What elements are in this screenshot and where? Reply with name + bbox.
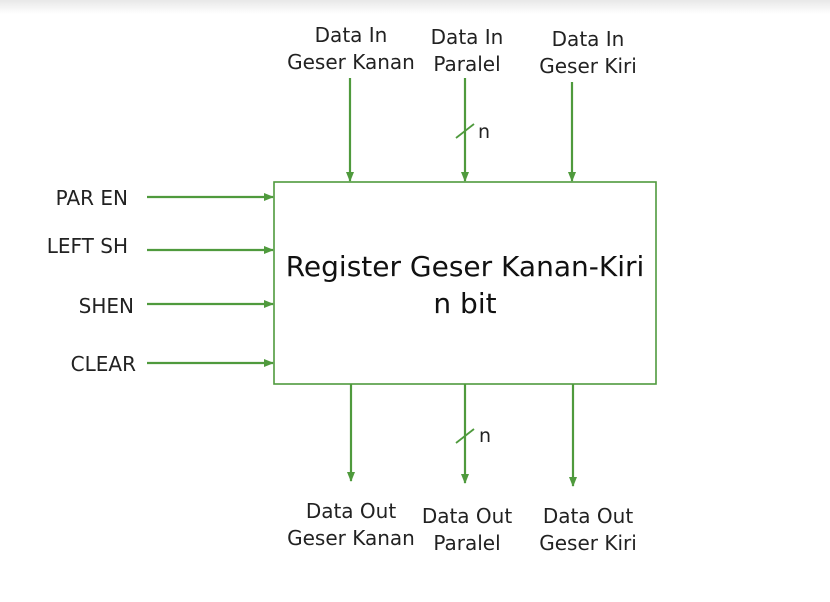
register-title-line1: Register Geser Kanan-Kiri [285, 250, 645, 283]
label-data-out-left-shift-line1: Data Out [542, 504, 634, 528]
label-data-in-left-shift-line2: Geser Kiri [539, 54, 637, 78]
bus-slash-out [455, 428, 475, 444]
bus-width-out: n [479, 425, 492, 447]
bus-width-in: n [478, 121, 491, 143]
label-data-in-parallel: Data In Paralel [412, 24, 522, 78]
label-data-in-right-shift-line2: Geser Kanan [287, 50, 415, 74]
label-data-in-parallel-line2: Paralel [433, 52, 501, 76]
slide-top-shadow [0, 0, 830, 14]
label-data-in-left-shift: Data In Geser Kiri [528, 26, 648, 80]
label-data-out-right-shift: Data Out Geser Kanan [261, 498, 441, 552]
label-data-out-right-shift-line1: Data Out [305, 499, 397, 523]
label-data-in-parallel-line1: Data In [430, 25, 504, 49]
label-data-in-right-shift-line1: Data In [314, 23, 388, 47]
register-title-line2: n bit [433, 287, 497, 320]
label-data-out-parallel: Data Out Paralel [411, 503, 523, 557]
label-data-out-parallel-line2: Paralel [433, 531, 501, 555]
bus-slash-in [455, 123, 475, 139]
label-left-sh: LEFT SH [46, 234, 128, 258]
register-title: Register Geser Kanan-Kiri n bit [274, 248, 656, 322]
label-data-out-right-shift-line2: Geser Kanan [287, 526, 415, 550]
label-data-in-left-shift-line1: Data In [551, 27, 625, 51]
register-box [273, 181, 657, 385]
label-shen: SHEN [78, 294, 134, 318]
label-data-out-left-shift: Data Out Geser Kiri [526, 503, 650, 557]
label-clear: CLEAR [70, 352, 136, 376]
label-data-out-parallel-line1: Data Out [421, 504, 513, 528]
label-par-en: PAR EN [55, 186, 128, 210]
label-data-in-right-shift: Data In Geser Kanan [266, 22, 436, 76]
label-data-out-left-shift-line2: Geser Kiri [539, 531, 637, 555]
